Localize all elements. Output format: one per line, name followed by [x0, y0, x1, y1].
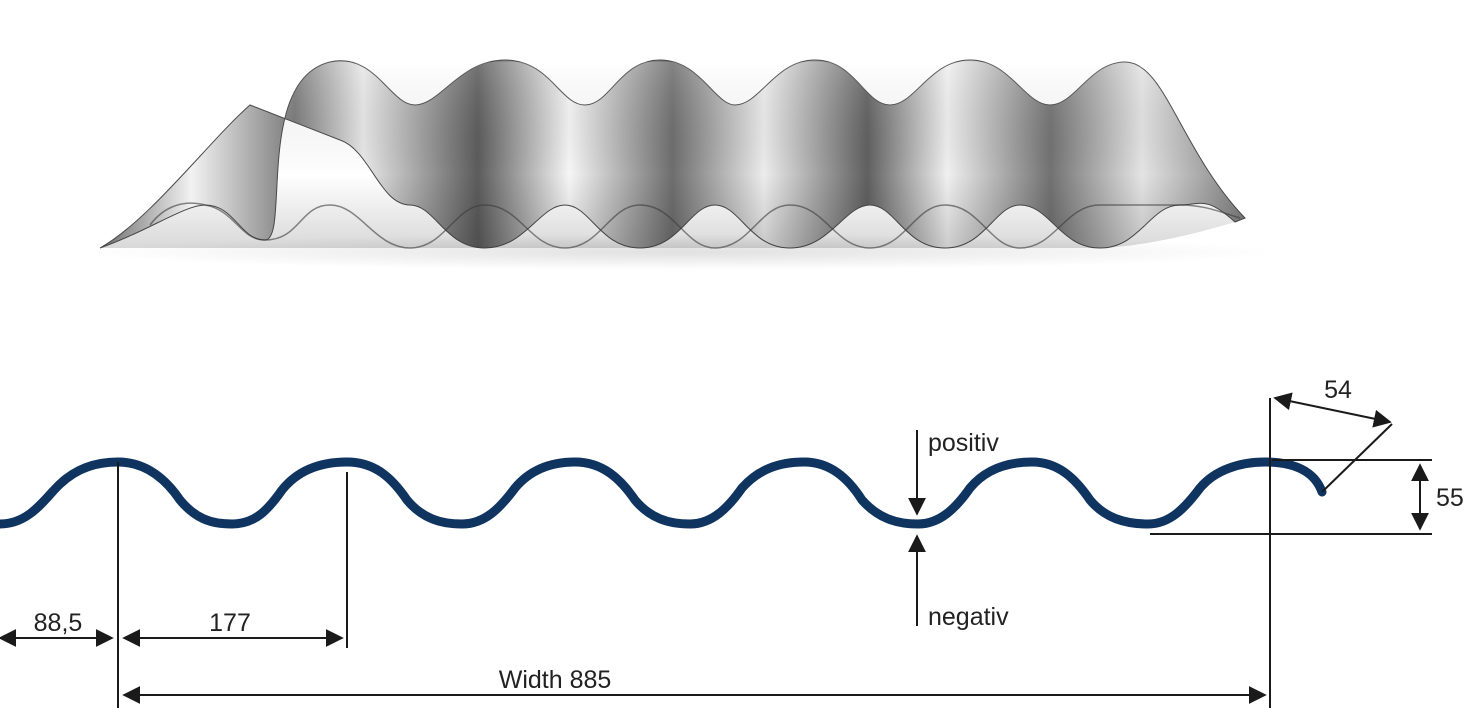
sheet-shading	[100, 62, 1245, 248]
radius-leader	[1321, 423, 1393, 493]
dimension-lines	[0, 392, 1432, 708]
metal-sheet-illustration	[80, 59, 1280, 270]
sheet-front-edge	[149, 202, 1241, 249]
profile-section	[0, 457, 1327, 529]
dimension-radius	[1273, 392, 1392, 428]
label-radius: 54	[1324, 376, 1352, 404]
label-height: 55	[1436, 484, 1464, 512]
label-positiv: positiv	[928, 429, 999, 457]
label-negativ: negativ	[928, 603, 1009, 631]
label-width: Width 885	[499, 666, 612, 694]
label-pitch: 177	[209, 609, 251, 637]
label-half-pitch: 88,5	[34, 609, 83, 637]
